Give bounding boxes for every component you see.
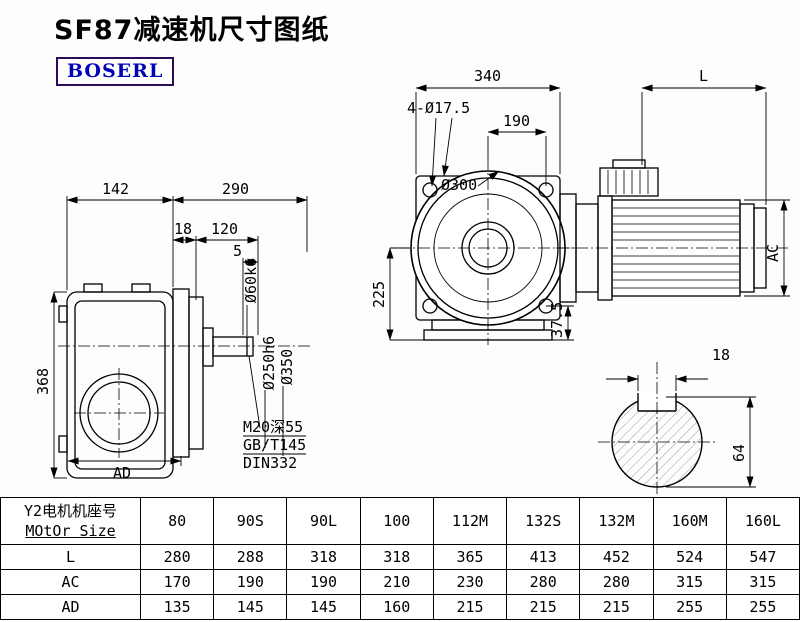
dim-ad: AD — [113, 464, 131, 482]
cell-ac-160m: 315 — [652, 569, 727, 595]
motor-outline — [559, 159, 767, 303]
cell-ac-160l: 315 — [725, 569, 800, 595]
cell-ad-160l: 255 — [725, 594, 800, 620]
column-header-80: 80 — [139, 497, 215, 545]
shaft-section-centerlines — [598, 362, 716, 496]
column-header-90s: 90S — [213, 497, 288, 545]
cell-l-132m: 452 — [579, 544, 654, 570]
cell-ac-90l: 190 — [286, 569, 361, 595]
side-view-texts: 142 290 18 120 5 368 AD Ø60k6 Ø250h6 Ø35… — [34, 180, 306, 482]
shaft-section-dimension-lines — [606, 375, 756, 488]
column-header-132m: 132M — [579, 497, 654, 545]
cell-ad-80: 135 — [139, 594, 215, 620]
standard-note-din332: DIN332 — [243, 454, 297, 472]
cell-ad-112m: 215 — [432, 594, 508, 620]
front-view-centerlines — [398, 158, 790, 345]
cell-l-100: 318 — [359, 544, 434, 570]
terminal-box-fins — [607, 170, 649, 194]
dim-5: 5 — [233, 242, 242, 260]
cell-ac-112m: 230 — [432, 569, 508, 595]
dim-key-width-18: 18 — [712, 346, 730, 364]
cell-ac-90s: 190 — [213, 569, 288, 595]
row-label-ac: AC — [0, 569, 141, 595]
cell-l-132s: 413 — [506, 544, 581, 570]
dim-142: 142 — [102, 180, 129, 198]
row-label-ad: AD — [0, 594, 141, 620]
cell-ad-90l: 145 — [286, 594, 361, 620]
cell-ad-132s: 215 — [506, 594, 581, 620]
column-header-100: 100 — [359, 497, 434, 545]
tap-note: M20深55 — [243, 418, 303, 436]
dim-120: 120 — [211, 220, 238, 238]
cell-l-90l: 318 — [286, 544, 361, 570]
brand-name: BOSERL — [67, 60, 164, 82]
column-header-132s: 132S — [506, 497, 581, 545]
bolt-holes-label: 4-Ø17.5 — [407, 99, 470, 117]
cell-ac-132m: 280 — [579, 569, 654, 595]
table-row-ad: AD 135 145 145 160 215 215 215 255 255 — [0, 594, 800, 620]
brand-badge: BOSERL — [56, 57, 175, 86]
flange-circle-diameter-label: Ø300 — [441, 176, 477, 194]
cell-l-160l: 547 — [725, 544, 800, 570]
side-view-centerlines — [58, 345, 310, 458]
dim-190: 190 — [503, 112, 530, 130]
dim-motor-length-l: L — [699, 67, 708, 85]
dim-225: 225 — [370, 281, 388, 308]
dim-shaft-height-64: 64 — [730, 444, 748, 462]
cell-ad-160m: 255 — [652, 594, 727, 620]
column-header-160m: 160M — [652, 497, 727, 545]
dim-290: 290 — [222, 180, 249, 198]
row-label-l: L — [0, 544, 141, 570]
cell-l-80: 280 — [139, 544, 215, 570]
side-view-outline — [58, 283, 254, 479]
standard-note-gbt145: GB/T145 — [243, 436, 306, 454]
cell-ac-80: 170 — [139, 569, 215, 595]
page-title: SF87减速机尺寸图纸 — [54, 15, 330, 46]
dim-18: 18 — [174, 220, 192, 238]
column-header-90l: 90L — [286, 497, 361, 545]
cell-ad-132m: 215 — [579, 594, 654, 620]
spigot-diameter-label: Ø250h6 — [260, 336, 278, 390]
table-row-ac: AC 170 190 190 210 230 280 280 315 315 — [0, 569, 800, 595]
table-header-row: Y2电机机座号 MOtOr Size 80 90S 90L 100 112M 1… — [0, 497, 800, 545]
cell-l-90s: 288 — [213, 544, 288, 570]
shaft-section-texts: 18 64 — [712, 346, 748, 462]
motor-size-header-en: MOtOr Size — [25, 522, 116, 540]
column-header-112m: 112M — [432, 497, 508, 545]
cell-ac-132s: 280 — [506, 569, 581, 595]
shaft-diameter-label: Ø60k6 — [242, 258, 260, 303]
side-view-dimension-lines — [50, 196, 308, 479]
cell-ad-90s: 145 — [213, 594, 288, 620]
technical-drawing: 142 290 18 120 5 368 AD Ø60k6 Ø250h6 Ø35… — [34, 67, 790, 496]
flange-diameter-label: Ø350 — [278, 349, 296, 385]
motor-dimension-table: Y2电机机座号 MOtOr Size 80 90S 90L 100 112M 1… — [0, 497, 800, 620]
dim-37-5: 37.5 — [548, 302, 566, 338]
cell-ac-100: 210 — [359, 569, 434, 595]
motor-size-header-cell: Y2电机机座号 MOtOr Size — [0, 497, 141, 545]
column-header-160l: 160L — [725, 497, 800, 545]
front-view-texts: 340 L 4-Ø17.5 190 Ø300 225 37.5 AC — [370, 67, 782, 338]
motor-cooling-fins — [613, 207, 739, 289]
dim-340: 340 — [474, 67, 501, 85]
motor-size-header-cn: Y2电机机座号 — [23, 502, 118, 520]
terminal-box — [599, 167, 659, 197]
table-row-l: L 280 288 318 318 365 413 452 524 547 — [0, 544, 800, 570]
dim-368: 368 — [34, 368, 52, 395]
cell-l-112m: 365 — [432, 544, 508, 570]
cell-ad-100: 160 — [359, 594, 434, 620]
dim-ac: AC — [764, 244, 782, 262]
front-view-dimension-lines — [386, 84, 790, 341]
cell-l-160m: 524 — [652, 544, 727, 570]
